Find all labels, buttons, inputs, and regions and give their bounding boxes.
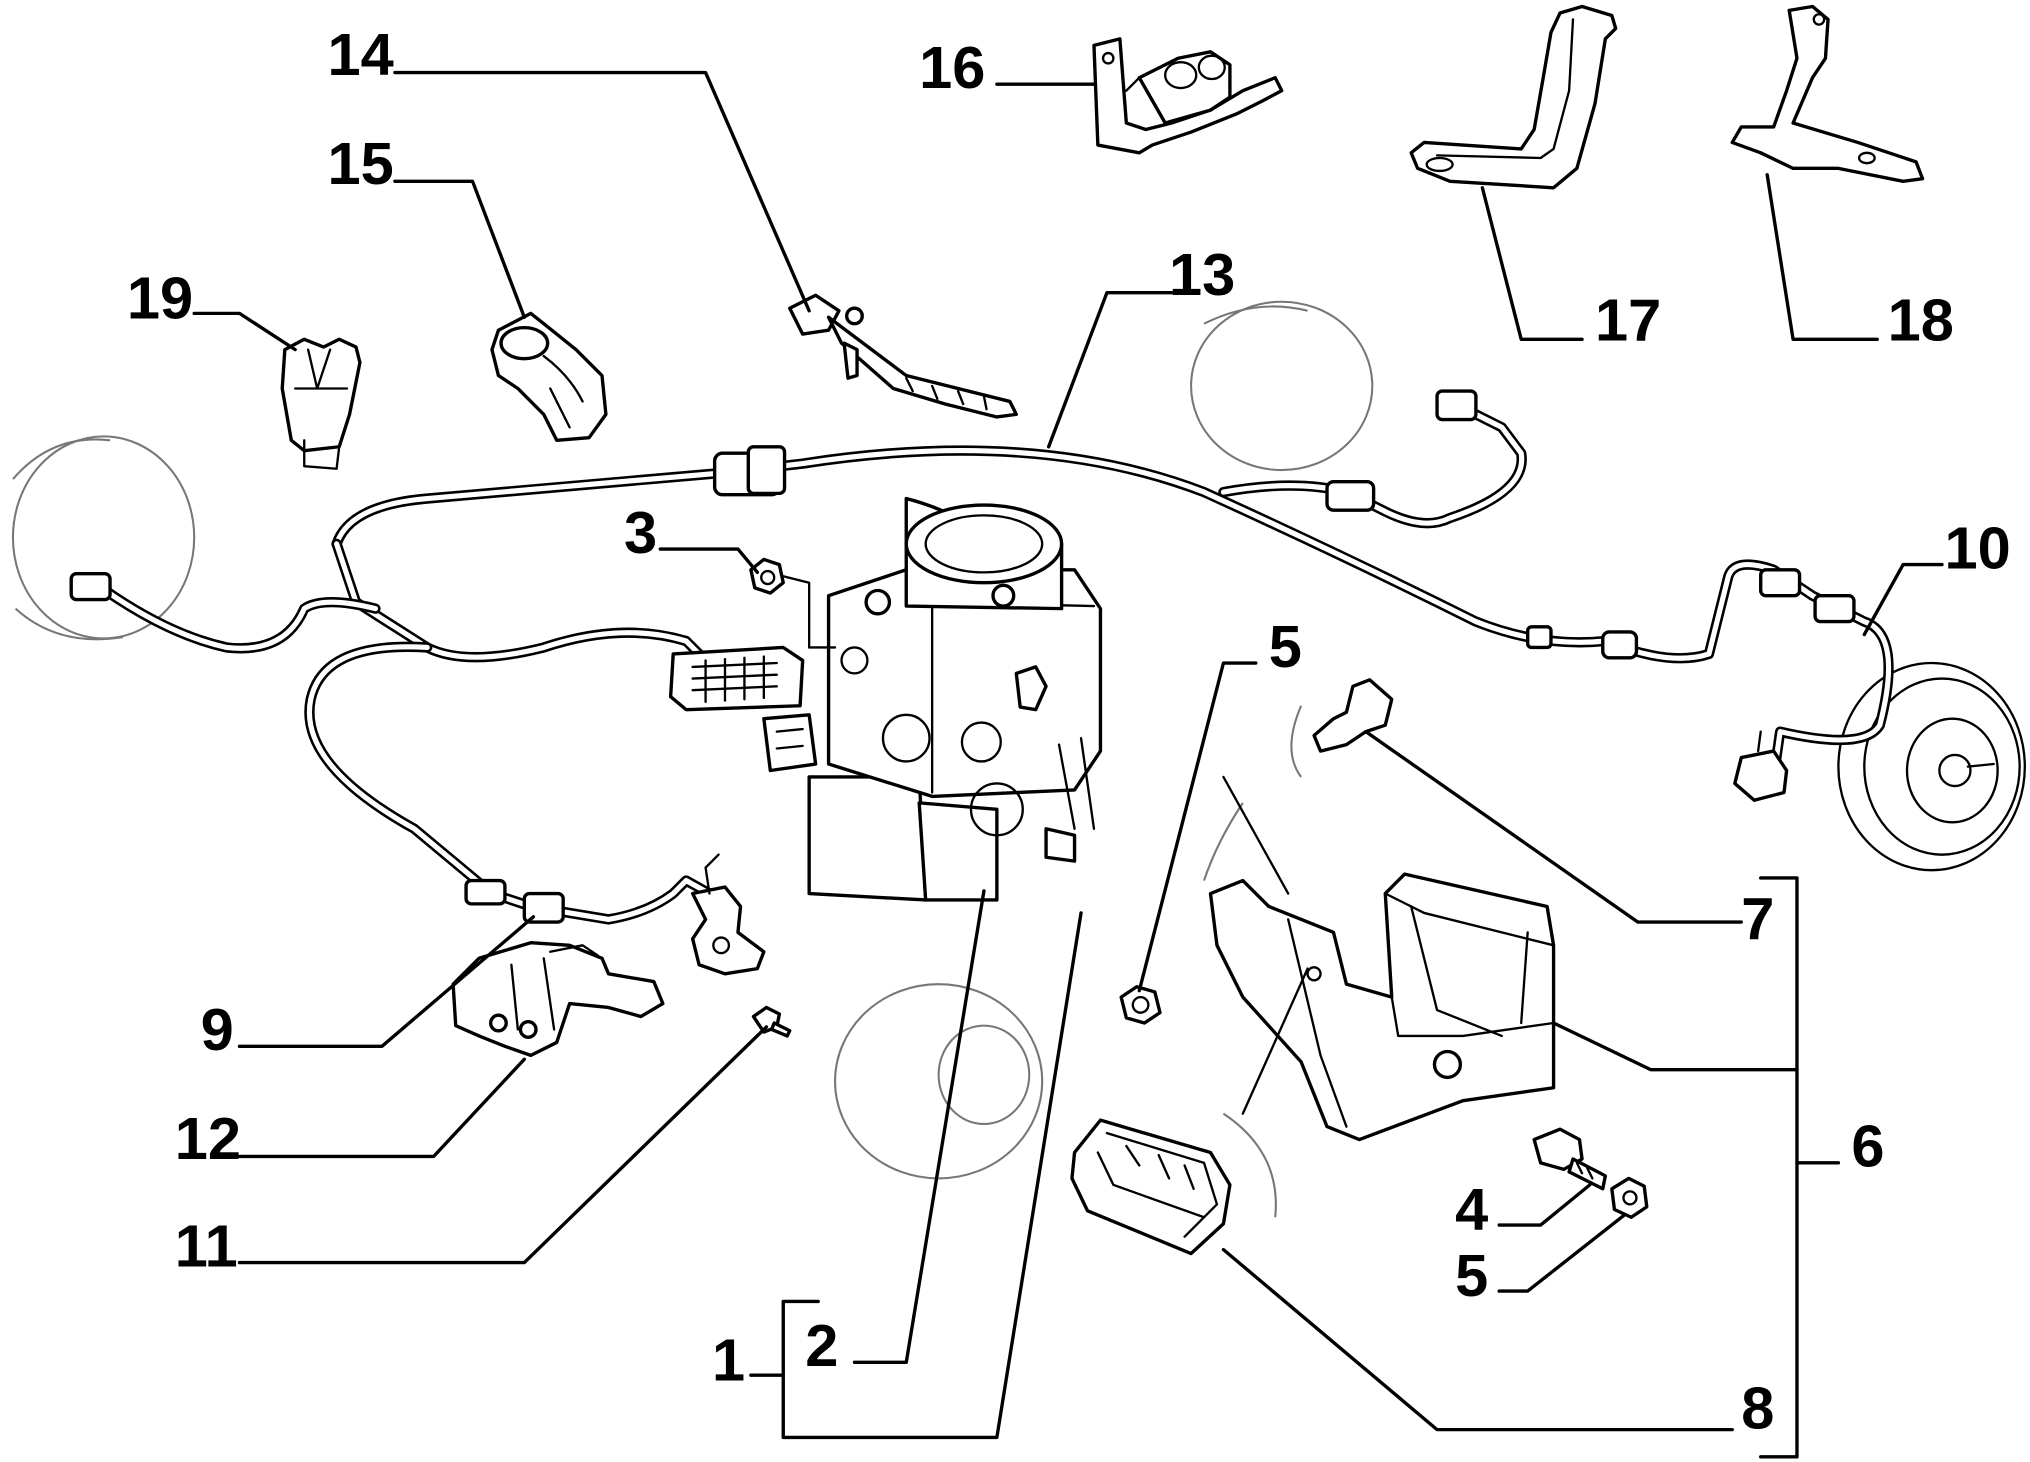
callout-18: 18	[1888, 287, 1954, 354]
callout-10: 10	[1945, 514, 2011, 581]
callout-15: 15	[328, 130, 394, 197]
bracket-with-clips-part-16	[1092, 37, 1284, 155]
wiring-harness	[98, 402, 1894, 925]
bolt-part-4	[1532, 1127, 1608, 1191]
ecu-multi-pin-connector	[668, 645, 805, 712]
callout-7: 7	[1741, 885, 1774, 952]
callout-19: 19	[127, 265, 193, 332]
abs-unit-side-plug	[762, 713, 818, 773]
bracket-assembly-part-6	[1208, 872, 1556, 1142]
callout-11: 11	[175, 1212, 238, 1279]
rubber-mount-part-8	[1070, 1112, 1277, 1256]
callout-13: 13	[1169, 241, 1235, 308]
nut-part-5-upper	[1119, 985, 1162, 1025]
sensor-bracket-part-12	[451, 941, 665, 1058]
callout-6: 6	[1851, 1113, 1884, 1180]
leader-lines	[192, 70, 1944, 1459]
callout-17: 17	[1595, 287, 1661, 354]
sensor-with-cable-tie-part-14	[788, 293, 1018, 419]
callout-3: 3	[624, 499, 657, 566]
callout-5-upper: 5	[1269, 613, 1302, 680]
sensor-body-part-15	[490, 311, 608, 442]
callout-9: 9	[201, 996, 234, 1063]
callout-labels: 14 15 16 17 18 19 13 10 3 5 7 6 4 5 8 9 …	[127, 21, 2011, 1441]
harness-connector-sleeves	[69, 389, 1856, 924]
callout-14: 14	[328, 21, 394, 88]
nut-part-3	[749, 557, 837, 649]
wheel-speed-sensor-part-9	[690, 853, 766, 976]
screw-part-11	[751, 1005, 792, 1038]
callout-8: 8	[1741, 1374, 1774, 1441]
brake-drum-hub	[1837, 661, 2026, 872]
front-left-brake-disc-outline	[11, 435, 196, 641]
callout-4: 4	[1455, 1176, 1488, 1243]
callout-5-lower: 5	[1455, 1242, 1488, 1309]
bent-bracket-part-18	[1730, 4, 1925, 183]
callout-2: 2	[805, 1312, 838, 1379]
bracket-part-7	[1203, 678, 1394, 881]
callout-16: 16	[919, 34, 985, 101]
bent-bracket-part-17	[1409, 4, 1618, 190]
rear-wheel-speed-sensor-part-10	[1733, 730, 1789, 802]
clip-part-19	[280, 337, 362, 470]
callout-1: 1	[712, 1326, 745, 1393]
abs-hydraulic-control-unit	[807, 496, 1103, 902]
front-right-brake-disc-outline	[834, 983, 1044, 1180]
rear-right-brake-drum-outline	[1190, 300, 1374, 472]
nut-part-5-lower	[1610, 1176, 1649, 1219]
callout-12: 12	[175, 1105, 241, 1172]
